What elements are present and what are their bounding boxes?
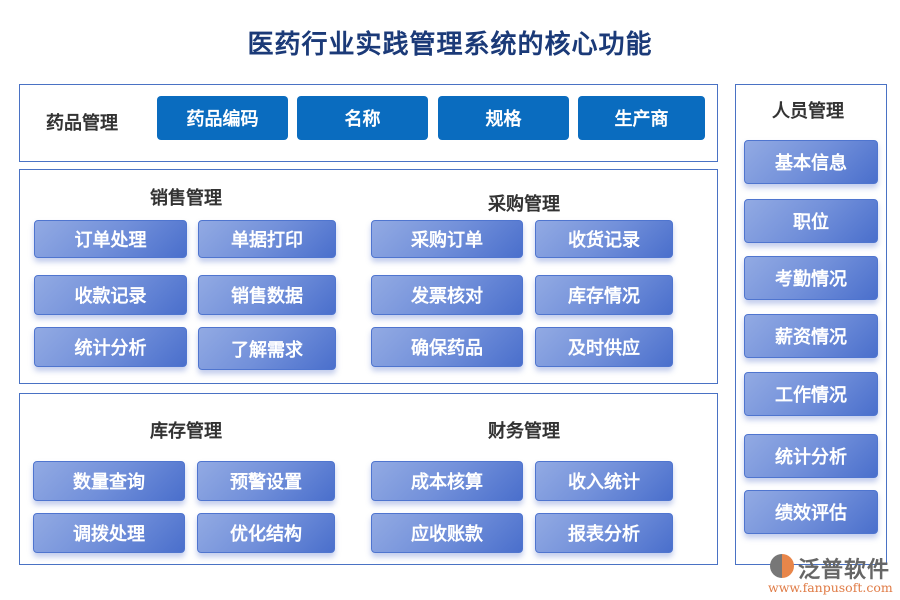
hr-item[interactable]: 职位 — [744, 199, 878, 243]
drug-code-button[interactable]: 药品编码 — [157, 96, 288, 140]
purchase-item[interactable]: 收货记录 — [535, 220, 673, 258]
finance-item[interactable]: 收入统计 — [535, 461, 673, 501]
sales-item[interactable]: 了解需求 — [198, 327, 336, 370]
finance-item[interactable]: 报表分析 — [535, 513, 673, 553]
drug-spec-button[interactable]: 规格 — [438, 96, 569, 140]
drug-manufacturer-button[interactable]: 生产商 — [578, 96, 705, 140]
purchase-item[interactable]: 及时供应 — [535, 327, 673, 367]
logo-icon — [770, 554, 794, 578]
hr-item[interactable]: 工作情况 — [744, 372, 878, 416]
finance-item[interactable]: 成本核算 — [371, 461, 523, 501]
purchase-item[interactable]: 确保药品 — [371, 327, 523, 367]
hr-title: 人员管理 — [772, 101, 844, 122]
sales-item[interactable]: 单据打印 — [198, 220, 336, 258]
finance-item[interactable]: 应收账款 — [371, 513, 523, 553]
purchase-item[interactable]: 库存情况 — [535, 275, 673, 315]
inventory-item[interactable]: 优化结构 — [197, 513, 335, 553]
sales-title: 销售管理 — [150, 188, 222, 209]
page-title: 医药行业实践管理系统的核心功能 — [247, 30, 653, 60]
sales-item[interactable]: 统计分析 — [34, 327, 187, 367]
hr-item[interactable]: 考勤情况 — [744, 256, 878, 300]
hr-item[interactable]: 统计分析 — [744, 434, 878, 478]
purchase-item[interactable]: 采购订单 — [371, 220, 523, 258]
drug-name-button[interactable]: 名称 — [297, 96, 428, 140]
sales-item[interactable]: 订单处理 — [34, 220, 187, 258]
purchase-title: 采购管理 — [488, 194, 560, 215]
hr-item[interactable]: 绩效评估 — [744, 490, 878, 534]
watermark-url: www.fanpusoft.com — [768, 580, 893, 595]
watermark-logo: 泛普软件 www.fanpusoft.com — [768, 552, 898, 600]
sales-item[interactable]: 销售数据 — [198, 275, 336, 315]
finance-title: 财务管理 — [488, 421, 560, 442]
drug-mgmt-title: 药品管理 — [46, 113, 118, 134]
purchase-item[interactable]: 发票核对 — [371, 275, 523, 315]
watermark-name: 泛普软件 — [798, 558, 891, 583]
hr-item[interactable]: 薪资情况 — [744, 314, 878, 358]
inventory-item[interactable]: 数量查询 — [33, 461, 185, 501]
inventory-item[interactable]: 调拨处理 — [33, 513, 185, 553]
sales-item[interactable]: 收款记录 — [34, 275, 187, 315]
hr-item[interactable]: 基本信息 — [744, 140, 878, 184]
inventory-title: 库存管理 — [150, 421, 222, 442]
inventory-item[interactable]: 预警设置 — [197, 461, 335, 501]
